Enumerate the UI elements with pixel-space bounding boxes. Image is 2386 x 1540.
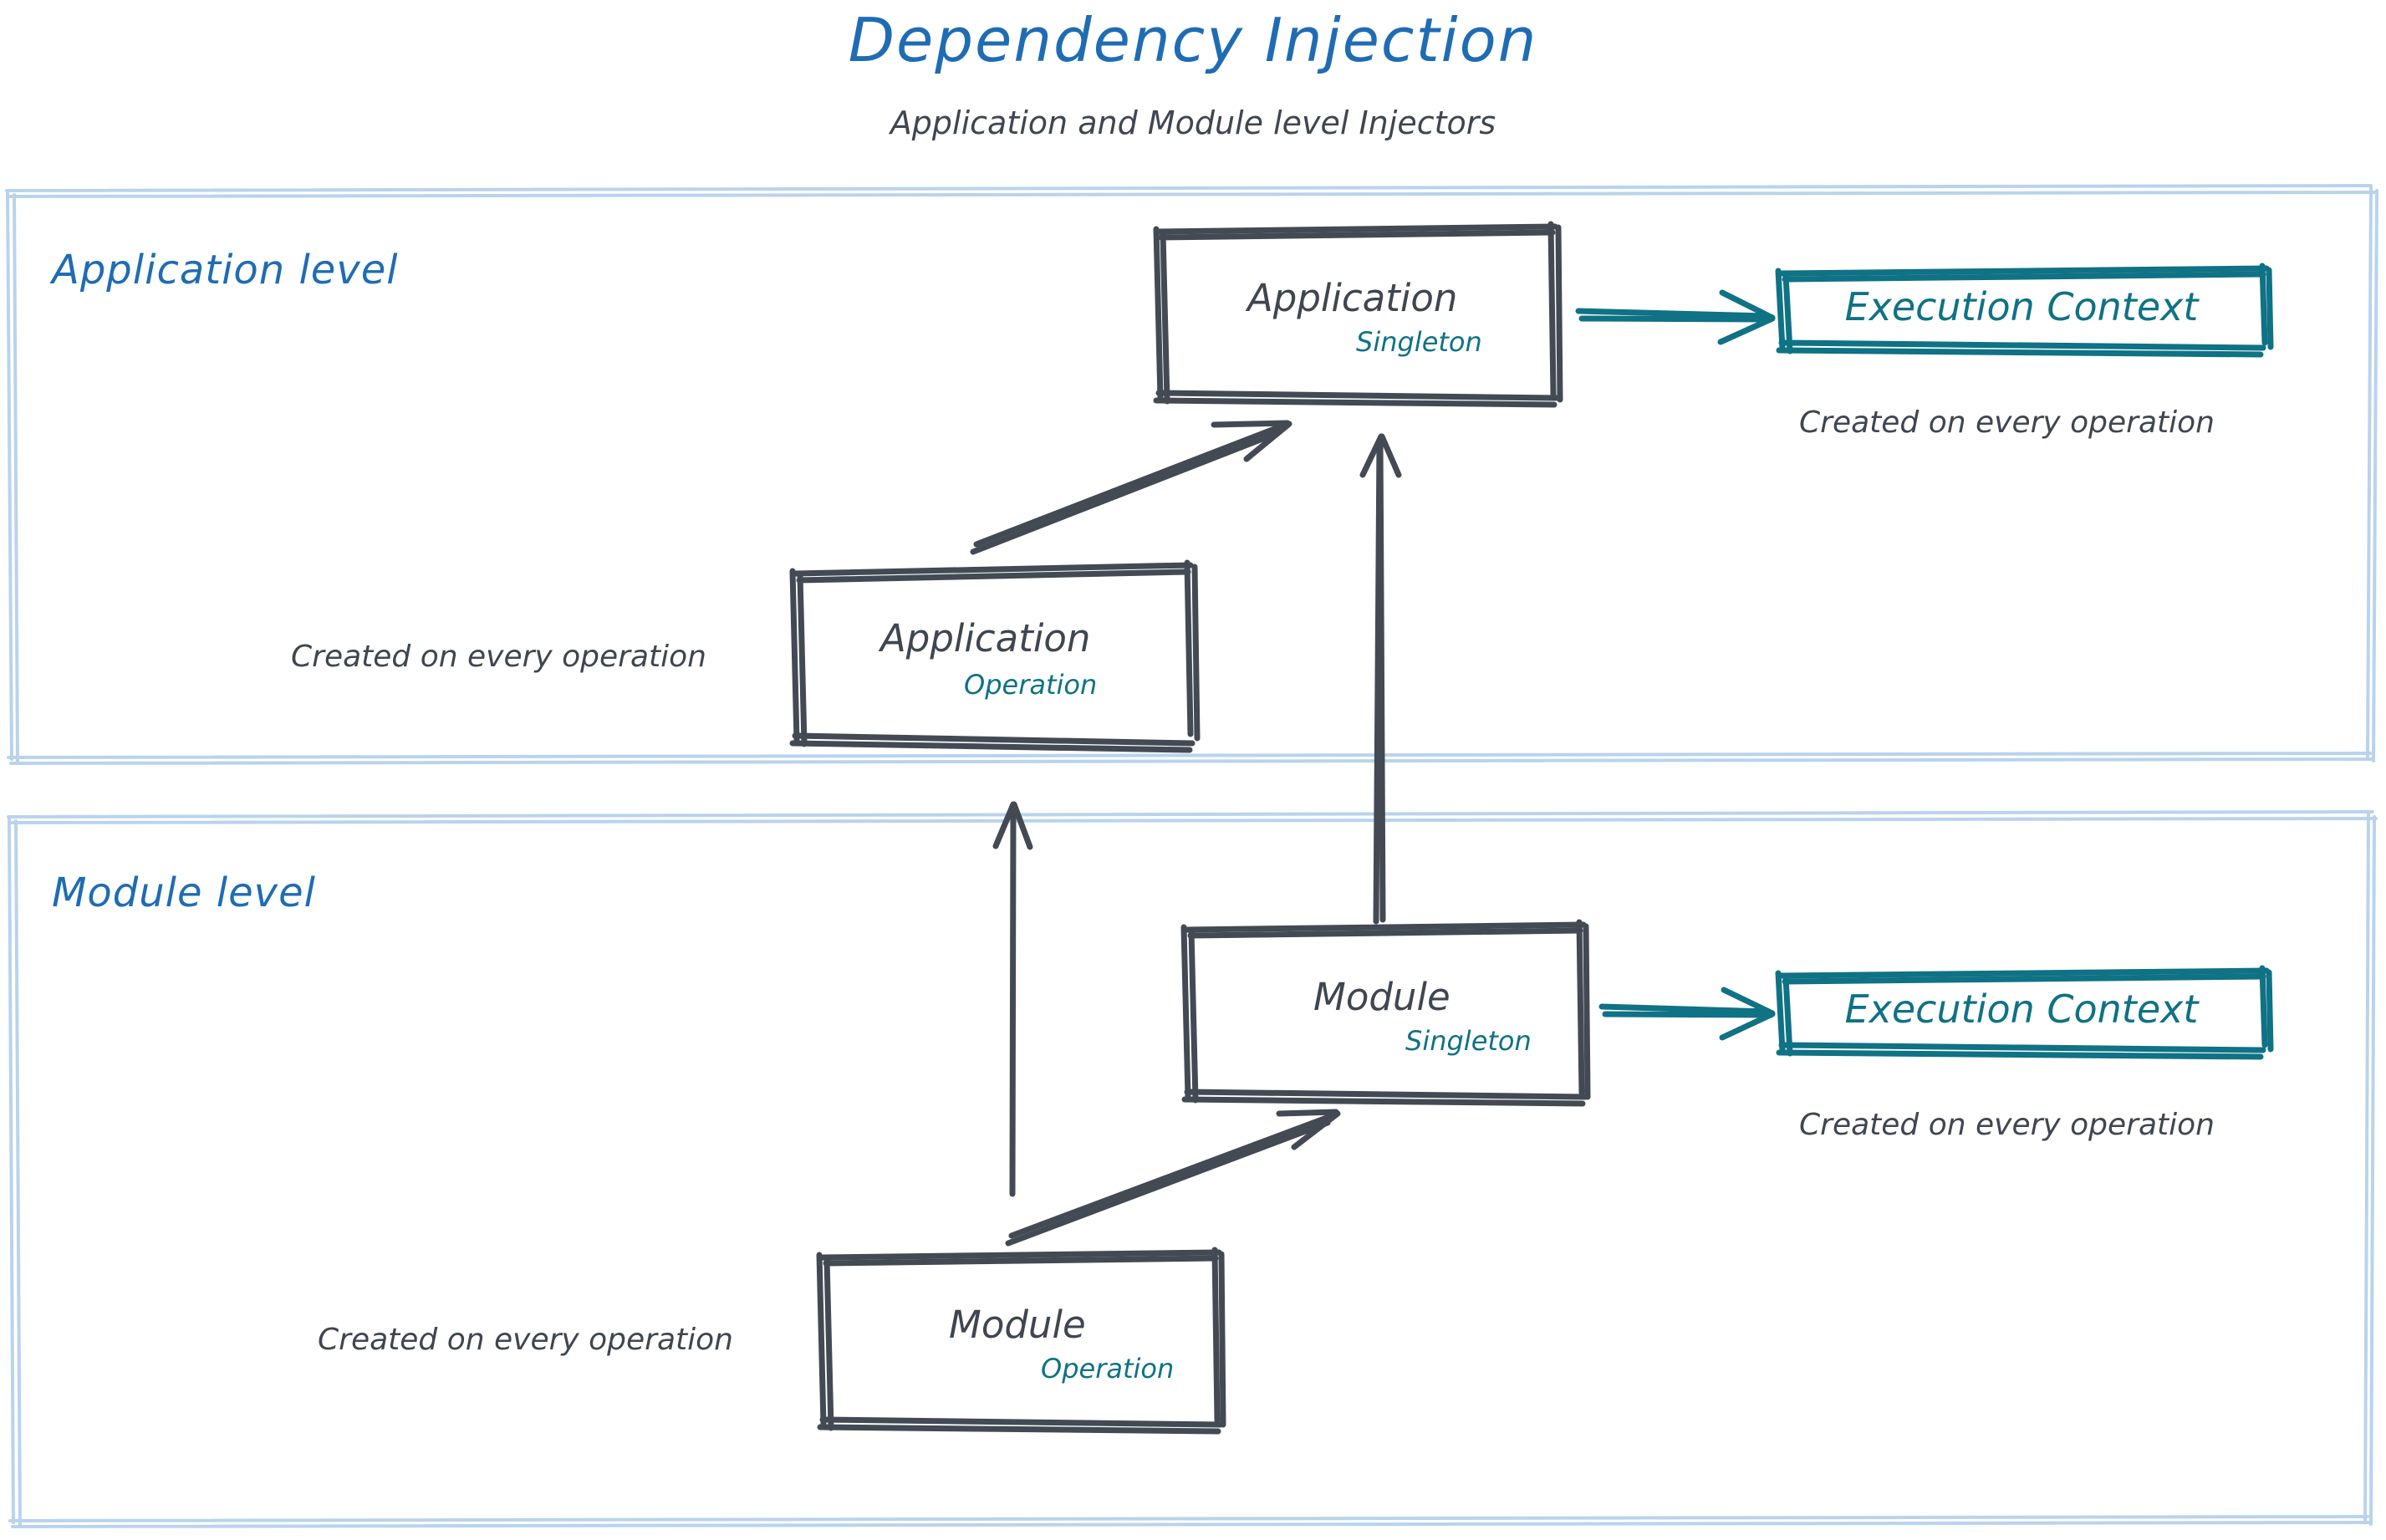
node-execution-context-application[interactable]: Execution Context <box>1779 269 2264 346</box>
caption-module-operation: Created on every operation <box>318 1323 733 1357</box>
node-scope-badge: Operation <box>1041 1353 1175 1384</box>
caption-execution-context-application: Created on every operation <box>1799 405 2215 440</box>
arrow-app-operation-to-app-singleton <box>970 420 1292 555</box>
section-label-application-level: Application level <box>52 247 399 293</box>
node-title: Module <box>1313 975 1450 1019</box>
page-subtitle: Application and Module level Injectors <box>890 105 1496 141</box>
node-scope-badge: Singleton <box>1356 326 1482 358</box>
node-execution-context-module[interactable]: Execution Context <box>1779 971 2264 1048</box>
node-scope-badge: Singleton <box>1405 1025 1532 1057</box>
node-title: Application <box>1247 276 1458 320</box>
node-module-operation[interactable]: Module Operation <box>819 1254 1217 1423</box>
arrow-module-operation-to-app-operation <box>992 801 1033 1197</box>
arrow-app-singleton-to-exec-context <box>1575 289 1776 345</box>
execution-context-label: Execution Context <box>1844 284 2199 329</box>
node-scope-badge: Operation <box>964 669 1098 701</box>
node-module-singleton[interactable]: Module Singleton <box>1184 926 1582 1095</box>
arrow-module-operation-to-module-singleton <box>1005 1109 1341 1247</box>
caption-application-operation: Created on every operation <box>291 640 706 674</box>
arrow-module-singleton-to-app-singleton <box>1359 433 1402 925</box>
arrow-module-singleton-to-exec-context <box>1598 987 1776 1041</box>
page-title: Dependency Injection <box>848 5 1538 75</box>
caption-execution-context-module: Created on every operation <box>1799 1108 2215 1142</box>
execution-context-label: Execution Context <box>1844 987 2199 1032</box>
node-application-operation[interactable]: Application Operation <box>793 570 1190 739</box>
node-application-singleton[interactable]: Application Singleton <box>1155 227 1553 396</box>
section-label-module-level: Module level <box>52 869 316 916</box>
node-title: Module <box>949 1303 1086 1347</box>
node-title: Application <box>880 616 1091 660</box>
